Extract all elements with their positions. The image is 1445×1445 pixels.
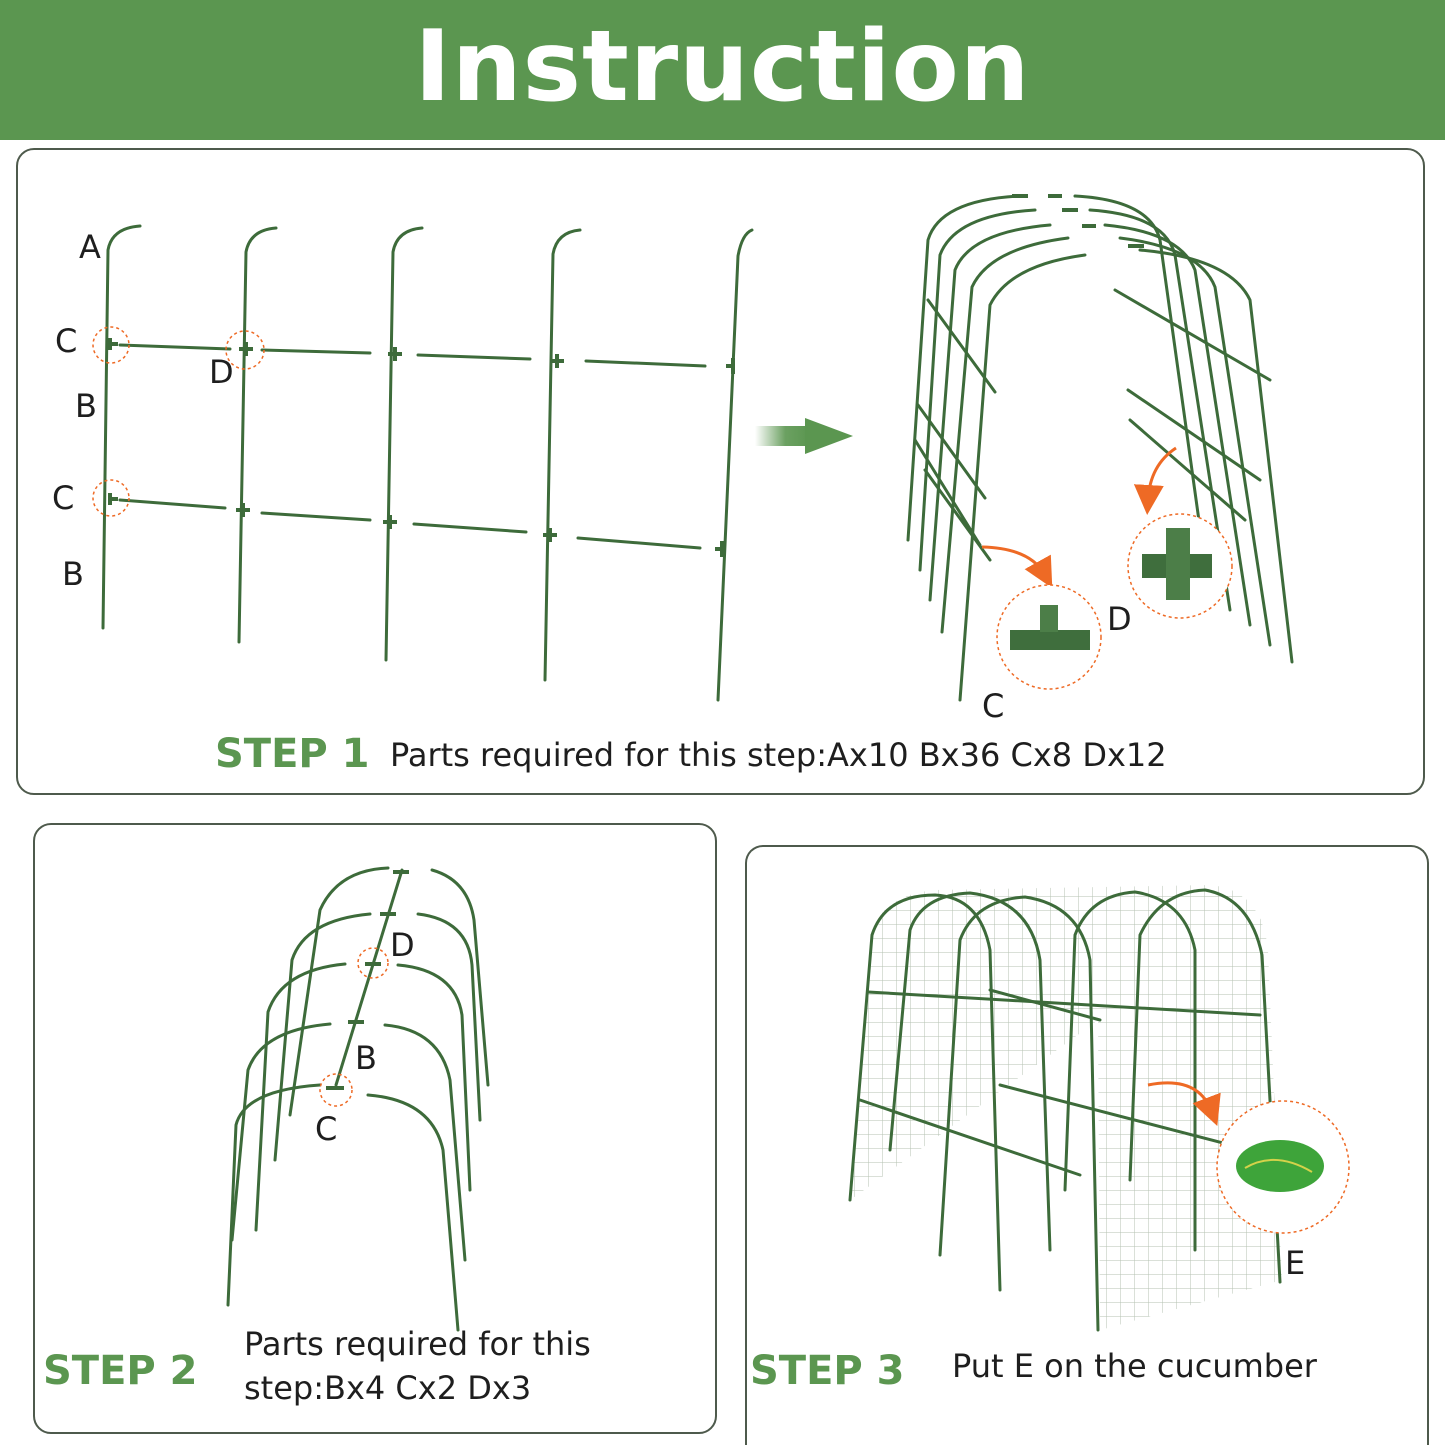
label-d-zoom: D	[1107, 600, 1132, 638]
label-step2-d: D	[390, 926, 415, 964]
step1-assembled-frame	[906, 194, 1294, 702]
step2-label: STEP 2	[43, 1348, 198, 1394]
step1-connectors	[108, 338, 735, 557]
zoom-circle-c	[996, 584, 1102, 690]
step2-panel	[33, 823, 717, 1434]
step1-label: STEP 1	[215, 731, 370, 777]
header-banner: Instruction	[0, 0, 1445, 140]
step1-arrow	[755, 418, 853, 454]
step2-connectors	[326, 870, 409, 1090]
bar-row1	[118, 343, 707, 368]
step2-arches	[226, 866, 490, 1332]
step3-trellis	[848, 885, 1350, 1332]
label-a: A	[79, 228, 101, 266]
step1-flat-layout	[101, 224, 754, 702]
label-c-top: C	[55, 322, 78, 360]
step3-description: Put E on the cucumber	[952, 1347, 1317, 1385]
label-c-bottom: C	[52, 479, 75, 517]
label-step3-e: E	[1285, 1244, 1306, 1282]
zoom-circle-e	[1216, 1100, 1350, 1234]
pole-1	[101, 224, 142, 630]
step2-description-line1: Parts required for this	[244, 1325, 591, 1363]
label-step2-c: C	[315, 1110, 338, 1148]
step1-top-connectors	[1012, 194, 1144, 248]
label-b-top: B	[75, 387, 97, 425]
pole-3	[384, 226, 424, 662]
step3-label: STEP 3	[750, 1348, 905, 1394]
label-c-zoom: C	[982, 687, 1005, 725]
pole-5	[716, 228, 754, 702]
label-step2-b: B	[355, 1039, 377, 1077]
label-d: D	[209, 353, 234, 391]
zoom-circle-d	[1127, 513, 1233, 619]
page-title: Instruction	[414, 10, 1031, 124]
label-b-bottom: B	[62, 555, 84, 593]
pole-4	[543, 228, 582, 682]
step1-dashed-circles	[92, 326, 265, 517]
callout-arrows	[981, 446, 1177, 589]
step1-description: Parts required for this step:Ax10 Bx36 C…	[390, 736, 1167, 774]
pole-2	[237, 226, 278, 644]
step2-description-line2: step:Bx4 Cx2 Dx3	[244, 1369, 532, 1407]
bar-row2	[118, 498, 702, 550]
